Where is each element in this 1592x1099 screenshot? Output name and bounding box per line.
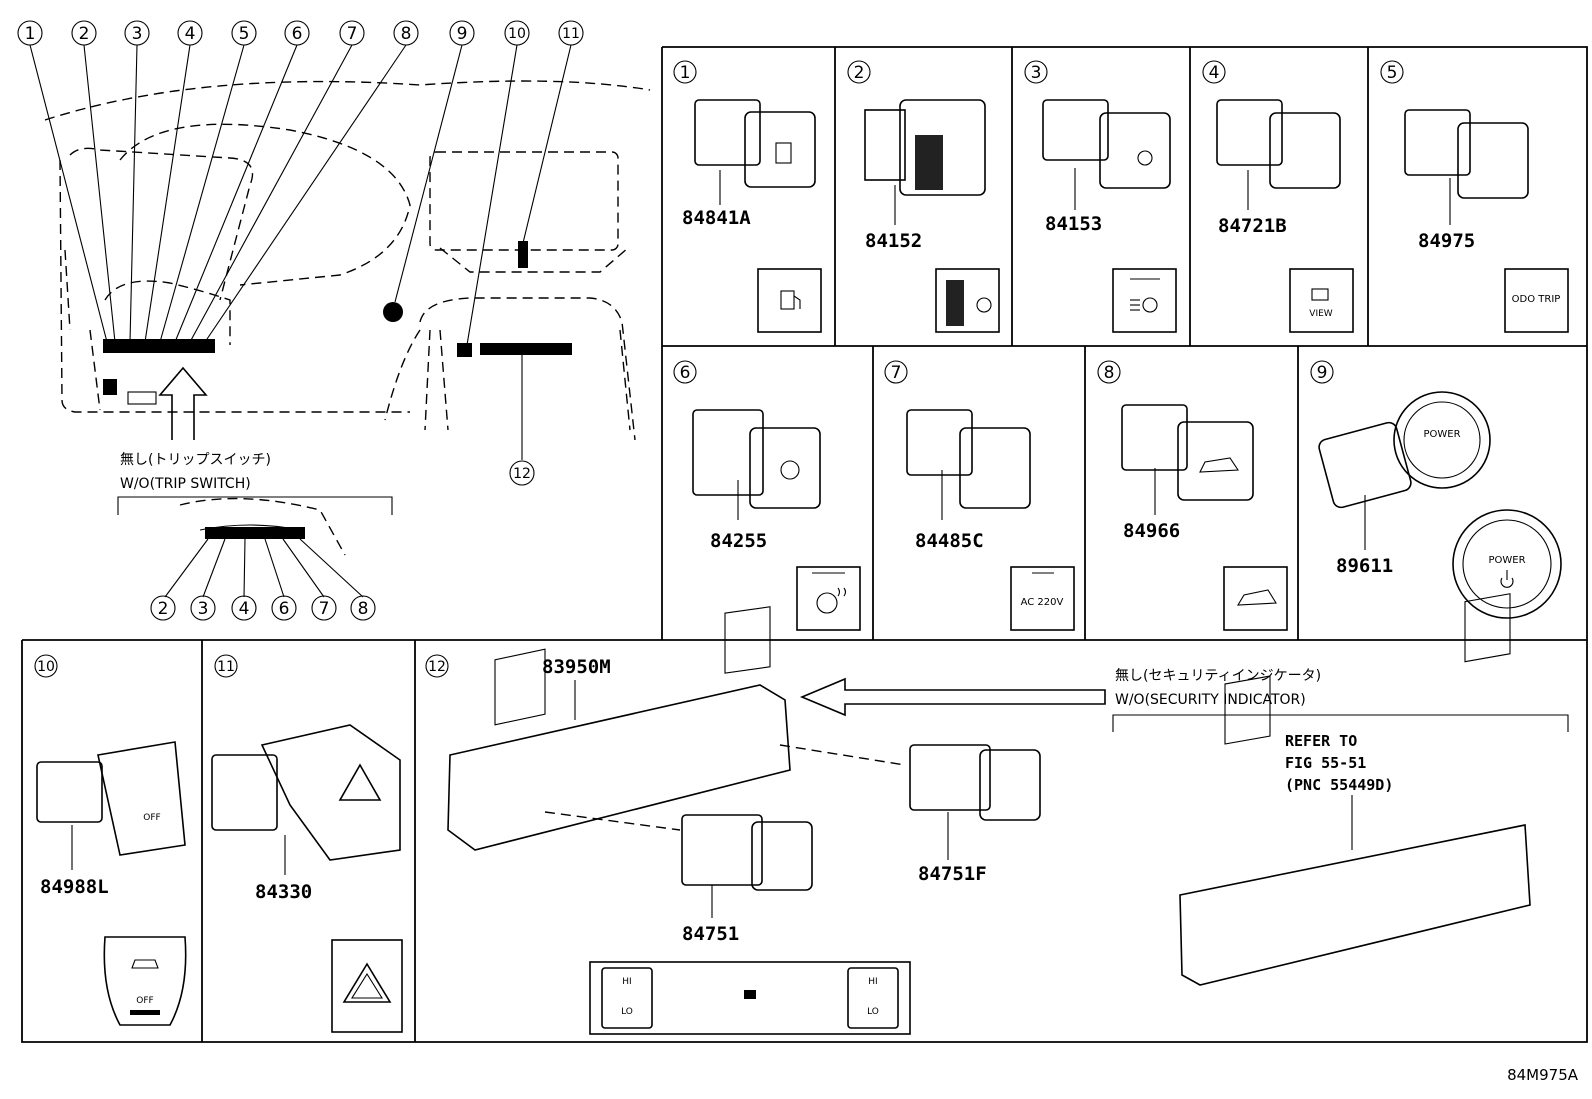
panel-4: 4 84721B VIEW — [1202, 60, 1354, 333]
panel-11-part-number: 84330 — [255, 881, 312, 903]
panel-9-index: 9 — [1317, 363, 1328, 383]
panel-5: 5 84975 ODO TRIP — [1380, 60, 1569, 333]
panel-2-part-number: 84152 — [865, 230, 922, 252]
panel-grid — [21, 46, 1588, 1043]
panel-7-part-number: 84485C — [915, 530, 984, 552]
panel-2-index: 2 — [854, 63, 865, 83]
panel-10-switch-label: OFF — [143, 813, 160, 823]
panel-3-index: 3 — [1031, 63, 1042, 83]
panel-8: 8 84966 — [1097, 360, 1288, 631]
panel-12-index: 12 — [428, 659, 446, 675]
refer-line-1: REFER TO — [1285, 732, 1357, 750]
steering-heater-icon — [796, 566, 861, 631]
panel-8-index: 8 — [1104, 363, 1115, 383]
panel-5-index: 5 — [1387, 63, 1398, 83]
refer-line-2: FIG 55-51 — [1285, 754, 1366, 772]
panel-2: 2 84152 — [847, 60, 1000, 333]
security-switch-front-view: HI LO HI LO — [589, 961, 911, 1035]
trip-note-en: W/O(TRIP SWITCH) — [120, 476, 251, 492]
trip-callout-3: 3 — [198, 599, 209, 619]
panel-9-icon-label: POWER — [1488, 555, 1525, 566]
trip-callout-6: 6 — [279, 599, 290, 619]
panel-10: 10 OFF 84988L OFF — [34, 654, 187, 1026]
front-right-hi: HI — [868, 977, 877, 987]
callout-10: 10 — [508, 26, 526, 42]
panel-1: 1 84841A — [673, 60, 822, 333]
panel-6-index: 6 — [680, 363, 691, 383]
panel-7: 7 84485C AC 220V — [884, 360, 1075, 631]
trip-callout-4: 4 — [239, 599, 250, 619]
panel-6-part-number: 84255 — [710, 530, 767, 552]
panel-10-part-number: 84988L — [40, 876, 109, 898]
panel-3: 3 84153 — [1024, 60, 1177, 333]
panel-4-part-number: 84721B — [1218, 215, 1287, 237]
power-back-door-icon — [1223, 566, 1288, 631]
callout-7: 7 — [347, 24, 358, 44]
panel-9-button-label: POWER — [1423, 429, 1460, 440]
panel-10-index: 10 — [37, 659, 55, 675]
refer-line-3: (PNC 55449D) — [1285, 776, 1393, 794]
ac-220v-icon: AC 220V — [1010, 566, 1075, 631]
switch-part-a: 84751 — [682, 923, 739, 945]
panel-7-icon-label: AC 220V — [1021, 597, 1064, 608]
figure-code: 84M975A — [1507, 1066, 1579, 1084]
overview-dashboard — [29, 44, 651, 460]
front-left-hi: HI — [622, 977, 631, 987]
panel-5-icon-label: ODO TRIP — [1512, 294, 1561, 305]
trip-callout-7: 7 — [319, 599, 330, 619]
vsc-off-icon: OFF — [103, 936, 187, 1026]
callout-9: 9 — [457, 24, 468, 44]
front-right-lo: LO — [867, 1007, 879, 1017]
callout-6: 6 — [292, 24, 303, 44]
security-note-jp: 無し(セキュリティインジケータ) — [1115, 668, 1321, 684]
hazard-icon — [331, 939, 403, 1033]
auto-high-beam-icon — [1112, 268, 1177, 333]
callout-4: 4 — [185, 24, 196, 44]
panel-3-part-number: 84153 — [1045, 213, 1102, 235]
camera-view-icon: VIEW — [1289, 268, 1354, 333]
panel-11: 11 84330 — [211, 654, 403, 1033]
fuel-lid-icon — [757, 268, 822, 333]
trip-callout-8: 8 — [358, 599, 369, 619]
callout-11: 11 — [562, 26, 580, 42]
callout-8: 8 — [401, 24, 412, 44]
trip-note-jp: 無し(トリップスイッチ) — [120, 452, 271, 468]
panel-5-part-number: 84975 — [1418, 230, 1475, 252]
panel-12: 12 83950M 84751 84751F HI LO HI LO — [425, 593, 1569, 1035]
front-left-lo: LO — [621, 1007, 633, 1017]
panel-7-index: 7 — [891, 363, 902, 383]
switch-part-b: 84751F — [918, 863, 987, 885]
callout-3: 3 — [132, 24, 143, 44]
panel-10-icon-label: OFF — [136, 996, 153, 1006]
panel-4-icon-label: VIEW — [1309, 309, 1332, 319]
power-button-icon: POWER — [1452, 509, 1562, 619]
panel-1-part-number: 84841A — [682, 207, 751, 229]
headlamp-level-dial-icon — [935, 268, 1000, 333]
callout-2: 2 — [79, 24, 90, 44]
panel-9: 9 POWER 89611 POWER — [1310, 360, 1562, 619]
callout-5: 5 — [239, 24, 250, 44]
callout-1: 1 — [25, 24, 36, 44]
panel-1-index: 1 — [680, 63, 691, 83]
odo-trip-icon: ODO TRIP — [1504, 268, 1569, 333]
panel-4-index: 4 — [1209, 63, 1220, 83]
callout-12: 12 — [513, 466, 531, 482]
panel-8-part-number: 84966 — [1123, 520, 1180, 542]
trip-switch-note: 無し(トリップスイッチ) W/O(TRIP SWITCH) 2 3 4 6 7 … — [117, 452, 393, 621]
panel-6: 6 84255 — [673, 360, 861, 631]
security-note-en: W/O(SECURITY INDICATOR) — [1115, 692, 1306, 708]
panel-11-index: 11 — [217, 659, 235, 675]
bezel-part-number: 83950M — [542, 656, 611, 678]
trip-callout-2: 2 — [158, 599, 169, 619]
overview-callouts: 1 2 3 4 5 6 7 8 9 10 11 12 — [17, 20, 584, 486]
panel-9-part-number: 89611 — [1336, 555, 1393, 577]
